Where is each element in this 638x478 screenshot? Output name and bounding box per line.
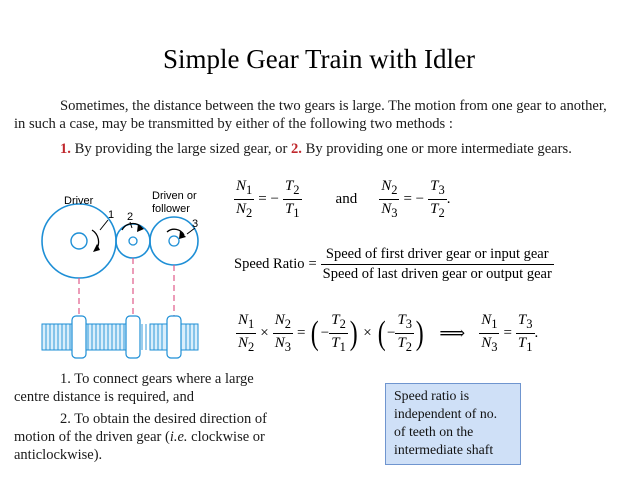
methods-line: 1. By providing the large sized gear, or… <box>60 140 572 158</box>
fraction-t2-t1: T2 T1 <box>282 178 302 220</box>
intro-line-1: Sometimes, the distance between the two … <box>60 98 607 114</box>
note-2-line-2: motion of the driven gear (i.e. clockwis… <box>14 429 265 445</box>
slide-title: Simple Gear Train with Idler <box>163 44 475 74</box>
and-word: and <box>335 191 358 207</box>
driven-label-line-2: follower <box>152 203 190 215</box>
method-number-1: 1. <box>60 141 71 157</box>
method-number-2: 2. <box>290 141 302 157</box>
method-text-1: By providing the large sized gear, or <box>70 141 291 157</box>
callout-box: Speed ratio is independent of no. of tee… <box>385 383 521 465</box>
velocity-ratio-equations: N1 N2 = − T2 T1 and N2 N3 = − T3 T2 . <box>234 178 451 220</box>
gear-number-1: 1 <box>108 209 114 221</box>
gear-number-3: 3 <box>192 218 198 230</box>
gear-number-2: 2 <box>127 211 133 223</box>
driven-label-line-1: Driven or <box>152 190 197 202</box>
callout-line-3: of teeth on the <box>394 424 474 439</box>
callout-line-2: independent of no. <box>394 406 498 421</box>
note-1-line-2: centre distance is required, and <box>14 389 194 405</box>
note-1-line-1: 1. To connect gears where a large <box>60 371 254 387</box>
fraction-n2-n3: N2 N3 <box>379 178 400 220</box>
speed-ratio-label: Speed Ratio <box>234 256 305 272</box>
driver-gear <box>41 203 117 279</box>
speed-ratio-denominator: Speed of last driven gear or output gear <box>322 266 552 282</box>
fraction-t3-t2: T3 T2 <box>428 178 447 220</box>
idler-gear <box>115 223 151 259</box>
driven-gear <box>149 216 199 266</box>
gear-train-figure: Driver Driven or follower 1 2 3 <box>41 190 199 359</box>
callout-line-4: intermediate shaft <box>394 442 494 457</box>
speed-ratio-fraction: Speed of first driver gear or input gear… <box>320 246 554 283</box>
speed-ratio-definition: Speed Ratio = Speed of first driver gear… <box>234 246 554 283</box>
gear-side-view <box>41 315 199 359</box>
implies-arrow-icon: ⟹ <box>439 323 466 343</box>
note-2-line-1: 2. To obtain the desired direction of <box>60 411 267 427</box>
callout-line-1: Speed ratio is <box>394 388 470 403</box>
speed-ratio-numerator: Speed of first driver gear or input gear <box>320 246 554 265</box>
fraction-n1-n2: N1 N2 <box>234 178 255 220</box>
note-2-line-3: anticlockwise). <box>14 447 103 463</box>
driver-label: Driver <box>64 195 94 207</box>
driven-rotation-arrow-icon <box>166 228 185 236</box>
intro-line-2: in such a case, may be transmitted by ei… <box>14 116 453 132</box>
method-text-2: By providing one or more intermediate ge… <box>301 141 572 157</box>
